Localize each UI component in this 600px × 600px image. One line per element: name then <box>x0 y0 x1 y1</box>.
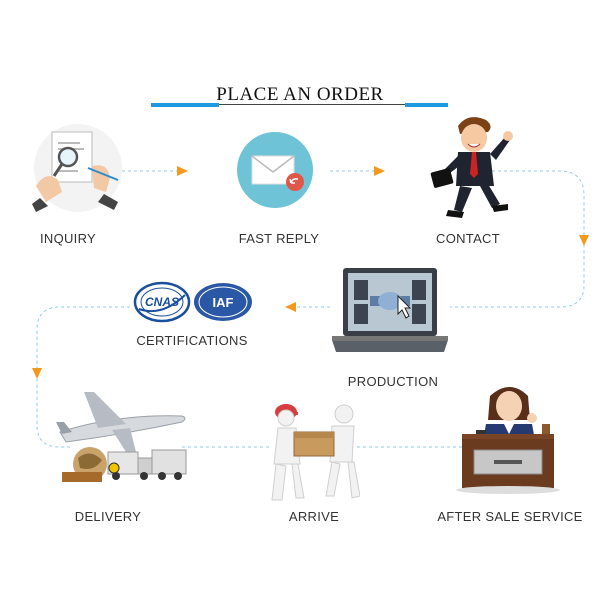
flow-arrow-left <box>285 302 296 312</box>
flow-arrow-down-right <box>579 235 589 246</box>
iaf-logo-text: IAF <box>213 295 234 310</box>
step-label-arrive: ARRIVE <box>288 509 340 524</box>
page-title: PLACE AN ORDER <box>216 84 384 105</box>
step-label-fast-reply: FAST REPLY <box>238 231 320 246</box>
flow-arrow-down-left <box>32 368 42 379</box>
inquiry-icon <box>32 124 122 212</box>
flow-arrow-right-1 <box>177 166 188 176</box>
cnas-logo-text: CNAS <box>145 295 179 309</box>
delivery-plane-truck-icon <box>56 392 187 482</box>
step-label-production: PRODUCTION <box>347 374 439 389</box>
fast-reply-mail-icon <box>237 132 313 208</box>
title-underline-middle <box>219 104 405 105</box>
title-underline-right <box>405 103 448 107</box>
title-underline-left <box>151 103 219 107</box>
contact-businessman-icon <box>430 117 513 218</box>
flow-curve-cert-to-delivery <box>36 306 130 448</box>
step-label-inquiry: INQUIRY <box>39 231 97 246</box>
production-laptop-icon <box>332 268 448 352</box>
cnas-logo: CNAS <box>133 281 191 323</box>
iaf-logo: IAF <box>194 283 252 321</box>
after-sale-receptionist-icon <box>456 387 560 494</box>
step-label-contact: CONTACT <box>436 231 500 246</box>
arrive-carrying-box-icon <box>271 404 360 501</box>
flow-arrow-right-2 <box>374 166 385 176</box>
step-label-certifications: CERTIFICATIONS <box>136 333 248 348</box>
step-label-delivery: DELIVERY <box>74 509 142 524</box>
step-label-after-sale-service: AFTER SALE SERVICE <box>437 509 583 524</box>
